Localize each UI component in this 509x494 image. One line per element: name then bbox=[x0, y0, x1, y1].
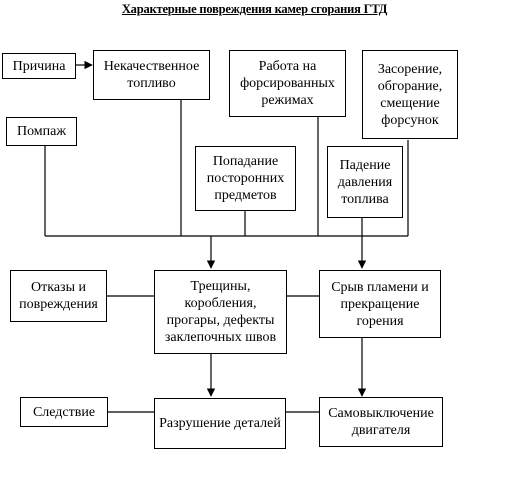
box-cause: Причина bbox=[2, 53, 76, 79]
box-fuel-pressure-drop: Падение давления топлива bbox=[327, 146, 403, 218]
box-flameout: Срыв пламени и прекращение горения bbox=[319, 270, 441, 338]
box-consequence: Следствие bbox=[20, 397, 108, 427]
box-cracks: Трещины, коробления, прогары, дефекты за… bbox=[154, 270, 287, 354]
box-surge: Помпаж bbox=[6, 117, 77, 146]
box-foreign-objects: Попадание посторонних предметов bbox=[195, 146, 296, 211]
box-destruction: Разрушение деталей bbox=[154, 398, 286, 449]
box-engine-shutdown: Самовыключение двигателя bbox=[319, 397, 443, 447]
box-failures: Отказы и повреждения bbox=[10, 270, 107, 322]
box-injector-fouling: Засорение, обгорание, смещение форсунок bbox=[362, 50, 458, 139]
box-forced-modes: Работа на форсированных режимах bbox=[229, 50, 346, 117]
box-poor-fuel: Некачественное топливо bbox=[93, 50, 210, 100]
diagram-title: Характерные повреждения камер сгорания Г… bbox=[121, 2, 388, 16]
